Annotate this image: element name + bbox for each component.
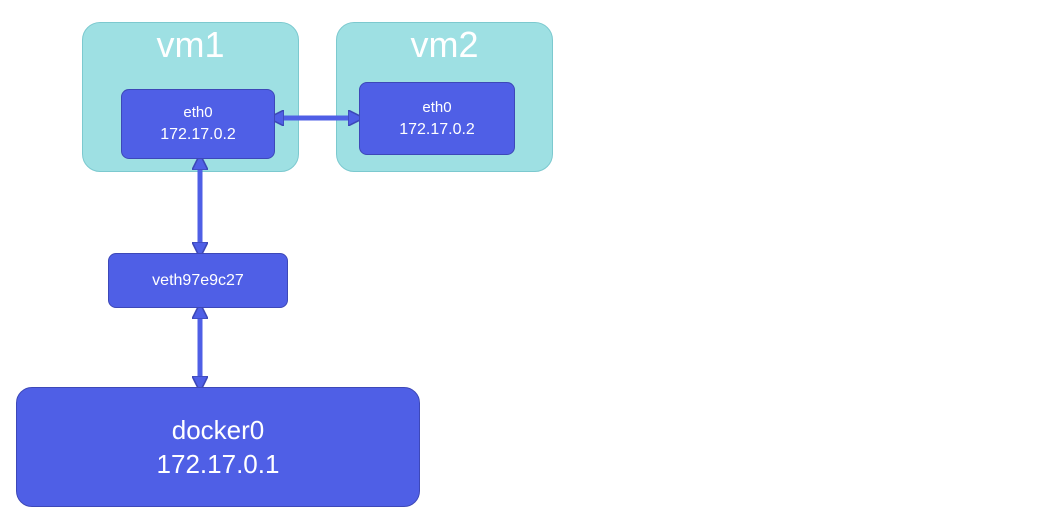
docker0-name: docker0 (171, 415, 265, 445)
veth-node: veth97e9c27 (108, 253, 288, 308)
docker0-node: docker0 172.17.0.1 (16, 387, 420, 507)
vm1-eth0-name: eth0 (183, 104, 213, 121)
docker0-ip: 172.17.0.1 (156, 449, 280, 479)
vm1-title: vm1 (156, 24, 225, 65)
vm1-eth0-node: eth0 172.17.0.2 (121, 89, 275, 159)
vm2-eth0-name: eth0 (422, 98, 452, 116)
vm2-title: vm2 (410, 24, 479, 65)
veth-name: veth97e9c27 (152, 271, 244, 289)
vm2-eth0-ip: 172.17.0.2 (399, 120, 475, 138)
vm2-eth0-node: eth0 172.17.0.2 (359, 82, 515, 155)
vm1-eth0-ip: 172.17.0.2 (160, 126, 236, 143)
